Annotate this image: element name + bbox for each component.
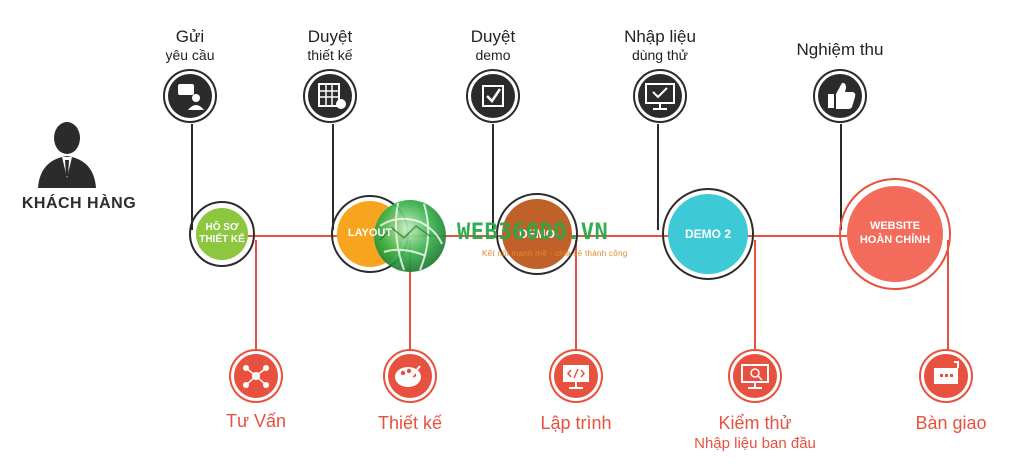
- stage-5-line2: HOÀN CHỈNH: [859, 234, 931, 246]
- bottom-step-4-sub: Nhập liệu ban đầu: [694, 434, 816, 452]
- watermark-subtitle: Kết nối mạnh mẽ - chia sẻ thành công: [482, 249, 628, 258]
- bottom-step-3-label: Lập trình: [526, 413, 626, 435]
- design-approval-icon: [303, 69, 357, 123]
- delivery-icon: [919, 349, 973, 403]
- stage-2-text: LAYOUT: [337, 220, 403, 248]
- bottom-icon-group: [229, 349, 973, 403]
- monitor-search-icon: [728, 349, 782, 403]
- bottom-step-5-text: Bàn giao: [915, 413, 987, 433]
- bottom-step-1-text: Tư Vấn: [225, 411, 287, 431]
- stage-1-text: HỒ SƠ THIẾT KẾ: [196, 212, 248, 256]
- top-step-4-line2: dùng thử: [631, 47, 689, 64]
- watermark-globe-icon: [374, 200, 446, 272]
- stage-circles: [189, 178, 951, 290]
- watermark-title: WEB360DO.VN: [457, 220, 609, 245]
- customer-icon: [38, 122, 96, 188]
- thumbs-up-icon: [813, 69, 867, 123]
- bottom-step-3-text: Lập trình: [540, 413, 612, 433]
- stage-5-line1: WEBSITE: [869, 220, 921, 233]
- bottom-step-2-label: Thiết kế: [360, 413, 460, 435]
- stage-demo: [496, 193, 578, 275]
- top-step-2-line1: Duyệt: [307, 27, 353, 46]
- palette-icon: [383, 349, 437, 403]
- top-step-3-label: Duyệt demo: [453, 27, 533, 64]
- top-step-1-line1: Gửi: [175, 27, 205, 46]
- top-step-4-line1: Nhập liệu: [624, 27, 696, 46]
- stage-1-line1: HỒ SƠ: [205, 221, 239, 233]
- bottom-step-2-text: Thiết kế: [377, 413, 443, 433]
- stage-demo-2: [662, 188, 754, 280]
- stage-ho-so-thiet-ke: [189, 201, 255, 267]
- top-step-1-label: Gửi yêu cầu: [150, 27, 230, 64]
- bottom-step-5-label: Bàn giao: [896, 413, 1006, 435]
- code-monitor-icon: [549, 349, 603, 403]
- top-step-1-line2: yêu cầu: [165, 47, 215, 64]
- top-step-5-label: Nghiệm thu: [785, 40, 895, 60]
- stage-3-text: DEMO: [502, 220, 572, 248]
- stage-website-hoan-chinh: [839, 178, 951, 290]
- request-icon: [163, 69, 217, 123]
- stage-3-line1: DEMO: [519, 226, 555, 241]
- stage-2-line1: LAYOUT: [347, 227, 393, 240]
- top-step-3-line2: demo: [475, 47, 511, 64]
- bottom-step-1-label: Tư Vấn: [206, 411, 306, 433]
- bottom-connectors: [255, 240, 949, 350]
- network-icon: [229, 349, 283, 403]
- checkbox-icon: [466, 69, 520, 123]
- top-step-5-line1: Nghiệm thu: [796, 40, 884, 59]
- top-icon-group: [163, 69, 867, 123]
- bottom-step-4-text: Kiểm thử: [718, 413, 792, 433]
- top-step-2-line2: thiết kế: [307, 47, 353, 64]
- stage-5-text: WEBSITE HOÀN CHỈNH: [850, 214, 940, 254]
- stage-1-line2: THIẾT KẾ: [199, 234, 245, 245]
- stage-4-text: DEMO 2: [668, 220, 748, 248]
- monitor-check-icon: [633, 69, 687, 123]
- customer-label: KHÁCH HÀNG: [21, 195, 137, 212]
- stage-4-line1: DEMO 2: [684, 226, 731, 241]
- top-step-2-label: Duyệt thiết kế: [290, 27, 370, 64]
- top-step-4-label: Nhập liệu dùng thử: [610, 27, 710, 64]
- bottom-step-4-label: Kiểm thử Nhập liệu ban đầu: [690, 413, 820, 453]
- top-connectors: [191, 124, 842, 230]
- top-step-3-line1: Duyệt: [470, 27, 516, 46]
